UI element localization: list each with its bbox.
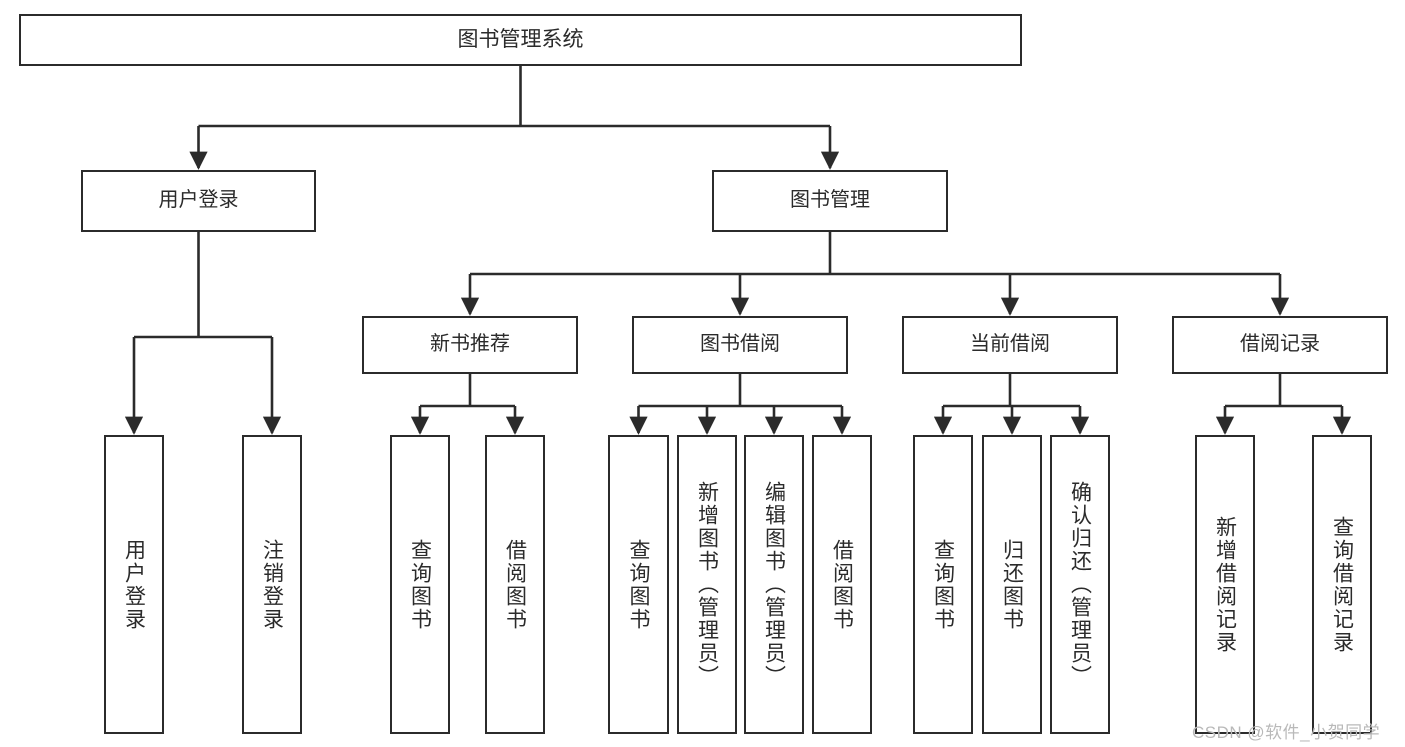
node-label: 新增图书（管理员） — [695, 481, 719, 688]
node-label: 用户登录 — [158, 189, 239, 212]
node-leaf-query-record[interactable]: 查询借阅记录 — [1312, 435, 1372, 734]
node-new-book-recommend[interactable]: 新书推荐 — [362, 316, 578, 374]
node-leaf-edit-book[interactable]: 编辑图书（管理员） — [744, 435, 804, 734]
node-label: 图书管理系统 — [457, 27, 584, 51]
node-label: 图书借阅 — [700, 333, 780, 356]
node-label: 确认归还（管理员） — [1068, 481, 1092, 688]
node-label: 查询图书 — [408, 538, 432, 631]
node-label: 当前借阅 — [970, 333, 1050, 356]
node-label: 查询图书 — [931, 538, 955, 631]
node-borrow-record[interactable]: 借阅记录 — [1172, 316, 1388, 374]
node-leaf-borrow-book-2[interactable]: 借阅图书 — [812, 435, 872, 734]
node-label: 图书管理 — [790, 189, 870, 212]
node-current-borrow[interactable]: 当前借阅 — [902, 316, 1118, 374]
node-book-management-system[interactable]: 图书管理系统 — [19, 14, 1022, 66]
node-leaf-query-book-3[interactable]: 查询图书 — [913, 435, 973, 734]
node-label: 用户登录 — [122, 538, 146, 631]
node-label: 借阅图书 — [830, 538, 854, 631]
node-label: 新书推荐 — [430, 333, 510, 356]
node-leaf-confirm-return[interactable]: 确认归还（管理员） — [1050, 435, 1110, 734]
node-label: 借阅图书 — [503, 538, 527, 631]
node-leaf-user-logout[interactable]: 注销登录 — [242, 435, 302, 734]
node-leaf-query-book-2[interactable]: 查询图书 — [608, 435, 669, 734]
node-leaf-return-book[interactable]: 归还图书 — [982, 435, 1042, 734]
node-leaf-add-book[interactable]: 新增图书（管理员） — [677, 435, 737, 734]
node-label: 查询借阅记录 — [1330, 515, 1354, 654]
node-user-login[interactable]: 用户登录 — [81, 170, 316, 232]
node-label: 借阅记录 — [1240, 333, 1320, 356]
node-label: 新增借阅记录 — [1213, 515, 1237, 654]
node-label: 查询图书 — [627, 538, 650, 631]
node-book-borrow[interactable]: 图书借阅 — [632, 316, 848, 374]
node-leaf-user-login[interactable]: 用户登录 — [104, 435, 164, 734]
node-label: 编辑图书（管理员） — [762, 481, 786, 688]
node-leaf-borrow-book-1[interactable]: 借阅图书 — [485, 435, 545, 734]
node-leaf-query-book-1[interactable]: 查询图书 — [390, 435, 450, 734]
node-book-management[interactable]: 图书管理 — [712, 170, 948, 232]
node-label: 注销登录 — [260, 538, 284, 631]
node-label: 归还图书 — [1000, 538, 1024, 631]
csdn-watermark: CSDN @软件_小贺同学 — [1192, 723, 1381, 742]
node-leaf-add-record[interactable]: 新增借阅记录 — [1195, 435, 1255, 734]
